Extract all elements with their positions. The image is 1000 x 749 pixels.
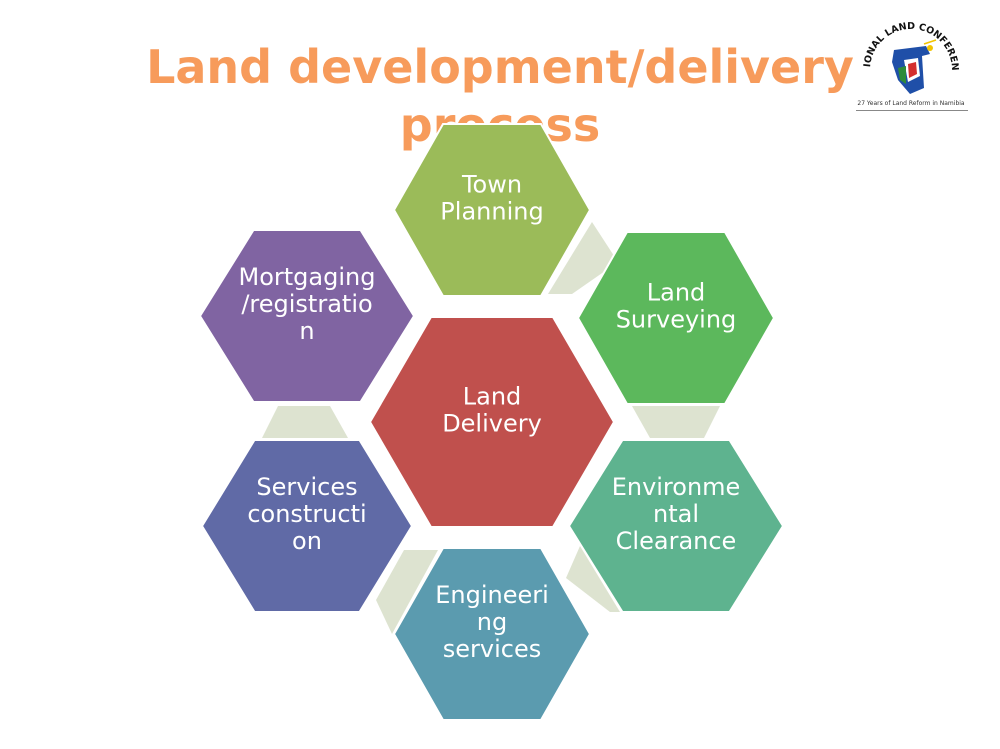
hexagon-label-center-line-1: Land [463, 383, 522, 411]
connector-construction-to-mortgaging [262, 406, 348, 438]
hexagon-label-services-construction-line-1: Services [256, 473, 357, 501]
hexagon-label-land-surveying-line-2: Surveying [616, 306, 737, 334]
connector-environmental-to-engineering [566, 546, 620, 612]
hexagon-shape-engineering-services [392, 547, 592, 721]
hexagon-shape-town-planning [392, 123, 592, 297]
conference-logo: 2ND NATIONAL LAND CONFERENCE 2018 [848, 10, 960, 94]
hexagon-label-mortgaging-registration-line-2: /registratio [241, 290, 372, 318]
namibia-map-icon [892, 39, 937, 94]
logo-divider [856, 110, 968, 111]
hexagon-label-mortgaging-registration-line-1: Mortgaging [239, 263, 376, 291]
connector-surveying-to-environmental [632, 406, 720, 438]
hexagon-label-environmental-clearance-line-1: Environme [612, 473, 741, 501]
slide-title-line-1: Land development/delivery [146, 40, 854, 94]
hexagon-label-services-construction-line-3: on [292, 527, 322, 555]
logo-tagline: 27 Years of Land Reform in Namibia [857, 100, 965, 107]
hexagon-shape-services-construction [200, 439, 414, 613]
hexagon-label-environmental-clearance-line-2: ntal [653, 500, 699, 528]
hexagon-label-town-planning-line-1: Town [461, 171, 522, 199]
hexagon-label-mortgaging-registration-line-3: n [299, 317, 314, 345]
hexagon-label-town-planning-line-2: Planning [440, 198, 543, 226]
hexagon-shape-mortgaging-registration [198, 229, 416, 403]
hexagon-shape-environmental-clearance [567, 439, 785, 613]
hexagon-shape-land-surveying [576, 231, 776, 405]
hexagon-label-engineering-services-line-3: services [443, 635, 541, 663]
hexagon-label-land-surveying-line-1: Land [647, 279, 706, 307]
hexagon-label-services-construction-line-2: constructi [247, 500, 366, 528]
slide-title: Land development/deliveryprocess [0, 38, 1000, 154]
hexagon-label-environmental-clearance-line-3: Clearance [616, 527, 737, 555]
hexagon-label-engineering-services-line-1: Engineeri [435, 581, 549, 609]
hexagon-label-center-line-2: Delivery [442, 410, 542, 438]
hexagon-shape-center [368, 316, 616, 528]
connector-town-to-surveying [548, 222, 618, 294]
hexagon-label-engineering-services-line-2: ng [477, 608, 507, 636]
connector-engineering-to-construction [376, 550, 438, 634]
